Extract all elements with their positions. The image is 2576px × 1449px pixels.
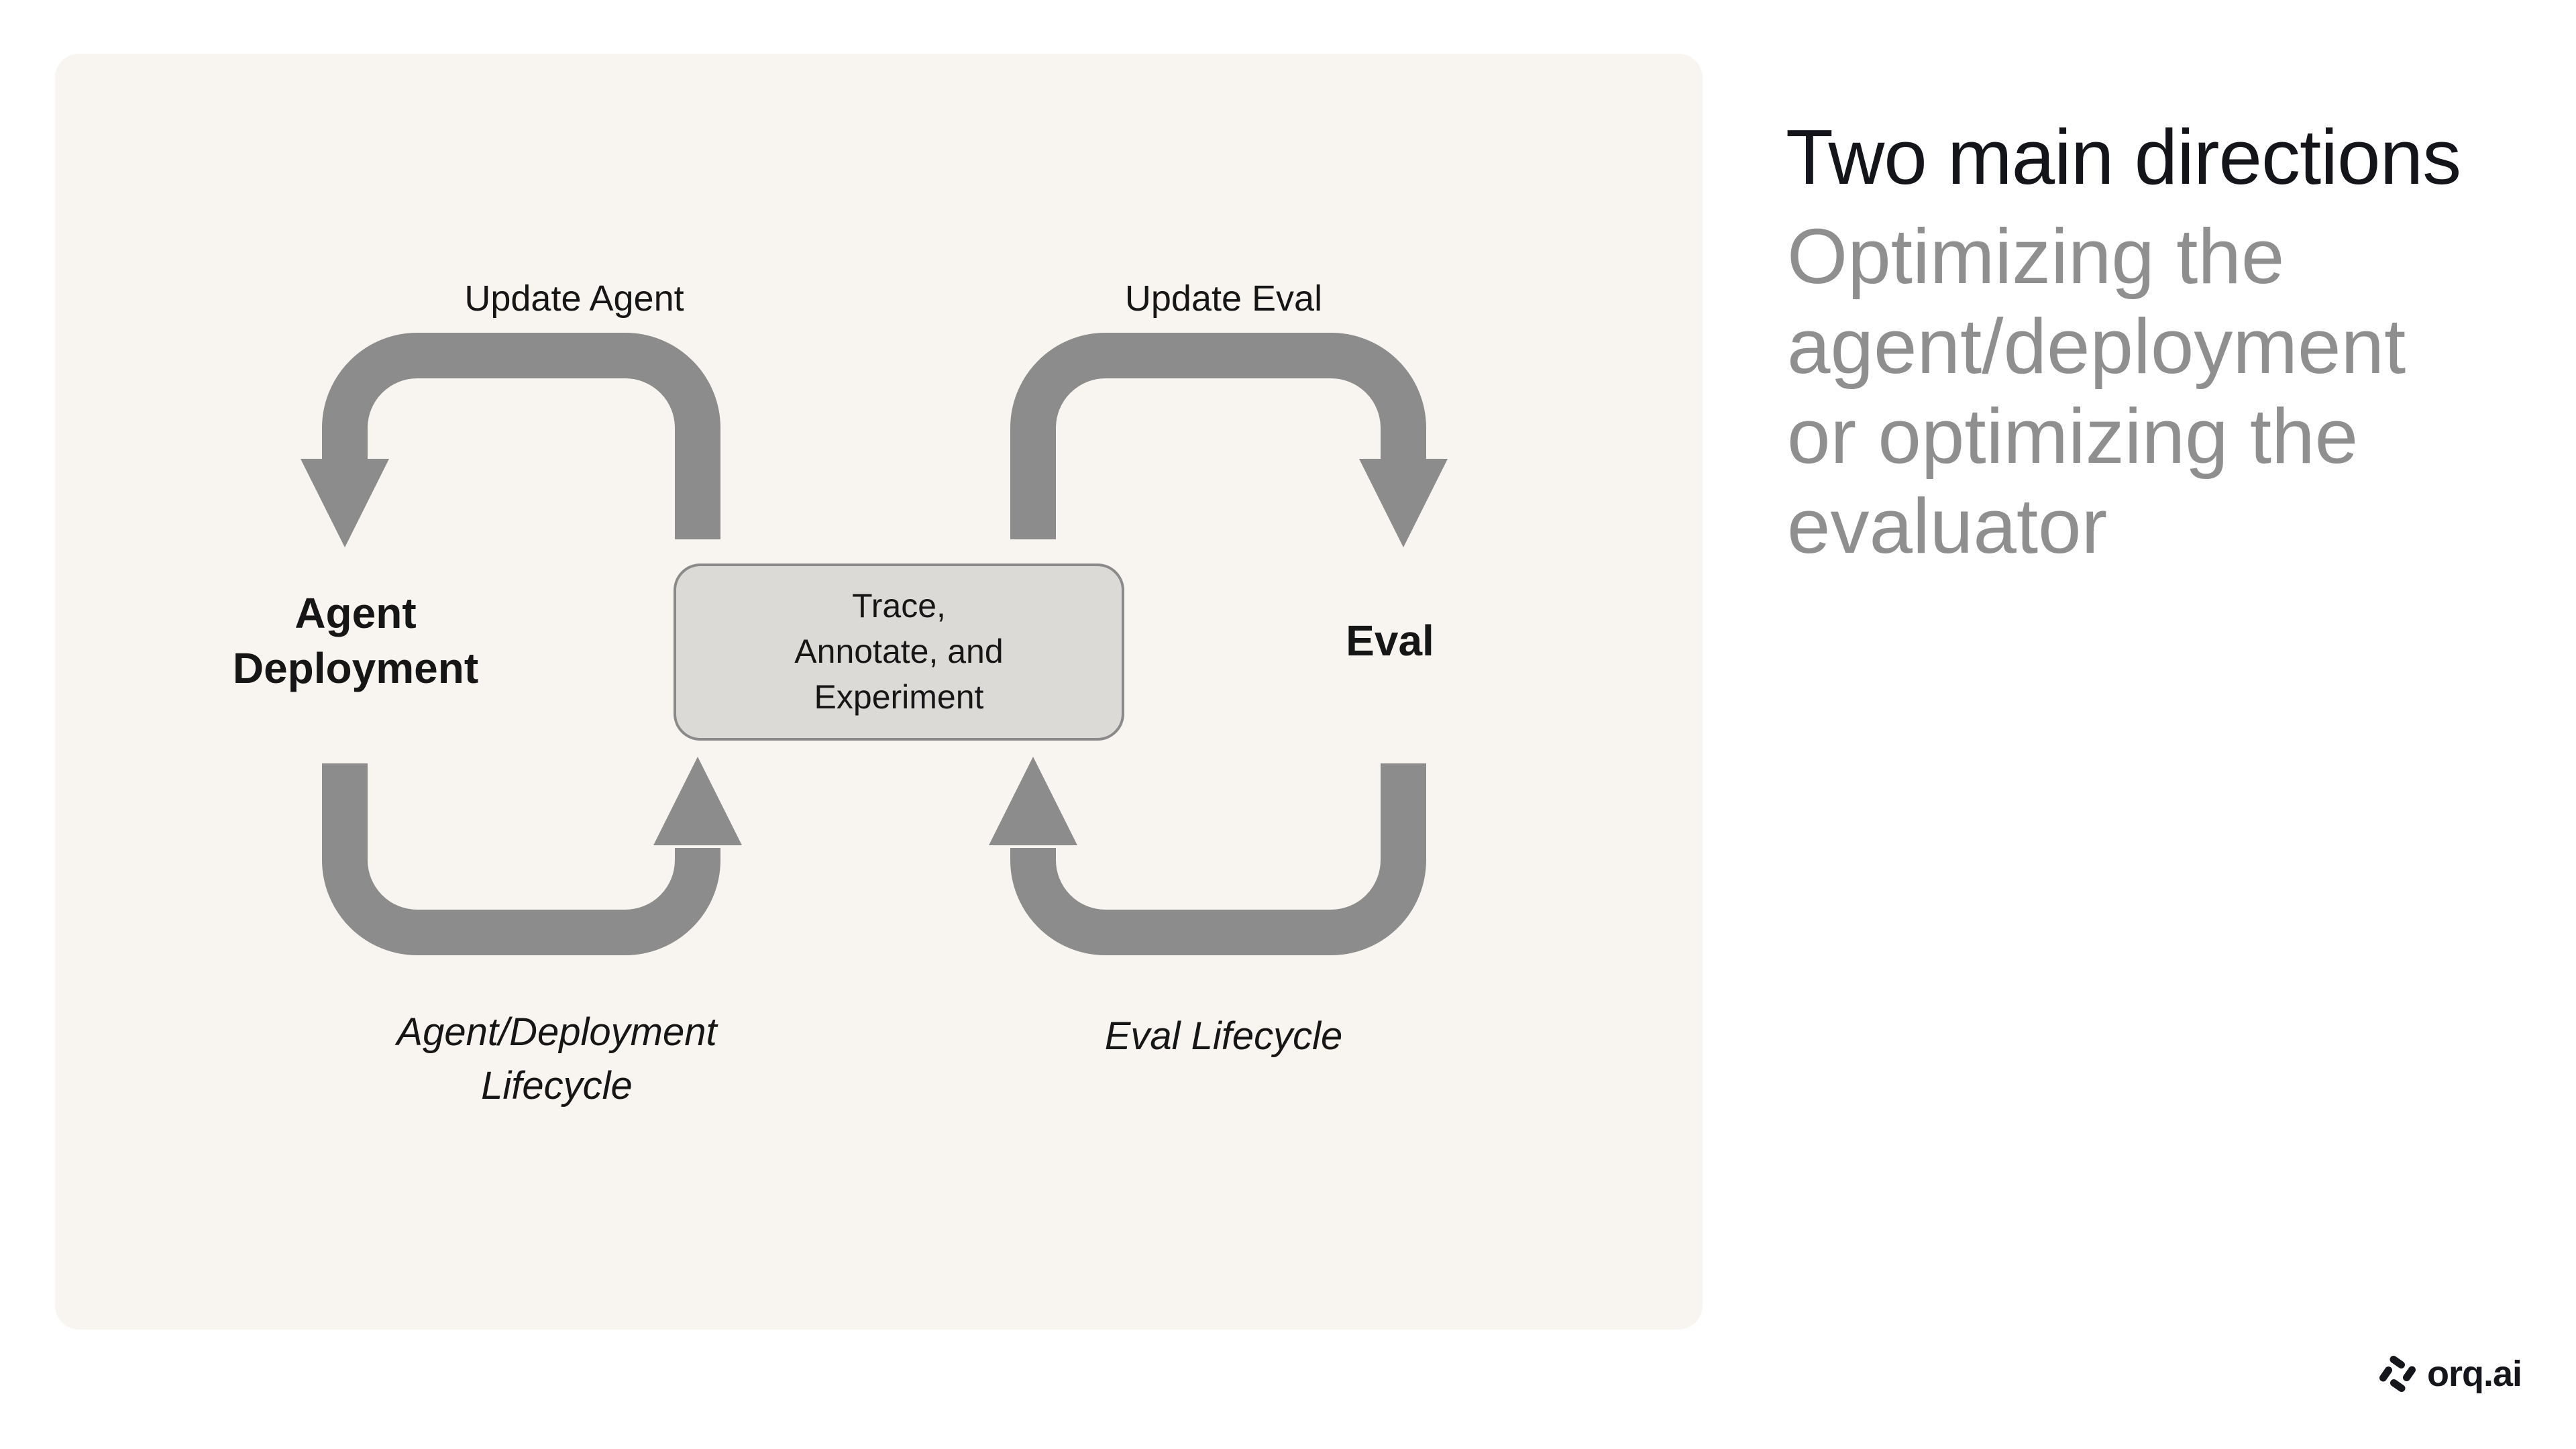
agent-lifecycle-caption: Agent/Deployment Lifecycle	[396, 1006, 716, 1114]
slide-subtitle: Optimizing the agent/deployment or optim…	[1787, 212, 2406, 572]
orq-logo: orq.ai	[2377, 1352, 2522, 1395]
eval-lifecycle-caption: Eval Lifecycle	[1104, 1015, 1343, 1059]
update-eval-label: Update Eval	[1124, 278, 1323, 319]
eval-node-label: Eval	[1346, 616, 1434, 665]
trace-box-line: Experiment	[814, 679, 984, 716]
subtitle-line: agent/deployment	[1787, 303, 2406, 390]
update-agent-label: Update Agent	[464, 278, 684, 319]
orq-logo-text: orq.ai	[2427, 1353, 2522, 1393]
caption-line: Agent/Deployment	[396, 1011, 717, 1055]
agent-deployment-node-label: Agent Deployment	[233, 586, 478, 696]
slide-title: Two main directions	[1786, 114, 2461, 201]
trace-box-line: Trace,	[852, 588, 946, 625]
node-label-line: Agent	[294, 589, 417, 638]
trace-box-line: Annotate, and	[794, 633, 1004, 671]
node-label-line: Deployment	[232, 644, 479, 692]
subtitle-line: or optimizing the	[1787, 393, 2359, 480]
orq-logo-icon	[2379, 1356, 2416, 1393]
subtitle-line: evaluator	[1787, 483, 2108, 570]
subtitle-line: Optimizing the	[1787, 213, 2285, 301]
trace-annotate-experiment-box: Trace, Annotate, and Experiment	[674, 564, 1124, 741]
caption-line: Lifecycle	[481, 1065, 633, 1108]
